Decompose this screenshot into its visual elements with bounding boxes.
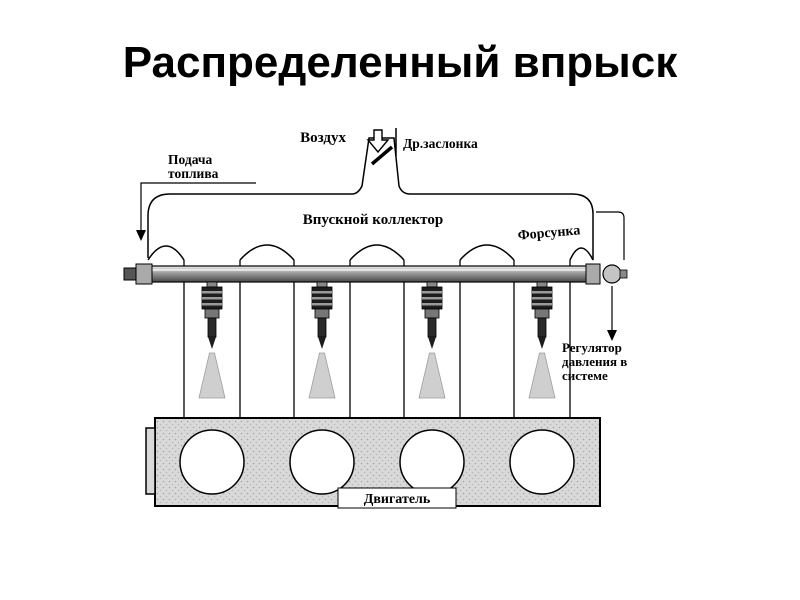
engine-label: Двигатель: [364, 492, 431, 507]
svg-text:Подача: Подача: [168, 152, 213, 167]
manifold-bottom-scallops: [147, 244, 594, 261]
cylinder-3: [399, 429, 465, 495]
fuel-rail: [149, 265, 589, 283]
svg-text:Регулятор: Регулятор: [562, 340, 622, 355]
pressure-regulator: [585, 211, 628, 341]
pressure-regulator-label: Регулятор давления в системе: [562, 340, 627, 383]
injector-label: Форсунка: [517, 223, 581, 243]
air-label: Воздух: [300, 130, 346, 146]
injectors: [198, 281, 556, 399]
spray-cone: [528, 352, 556, 399]
spray-cone: [198, 352, 226, 399]
cylinder-1: [179, 429, 245, 495]
page-title: Распределенный впрыск: [122, 38, 678, 87]
spray-cone: [308, 352, 336, 399]
fuel-supply-label: Подача топлива: [168, 152, 219, 181]
svg-text:системе: системе: [562, 368, 608, 383]
injector-2: [308, 281, 336, 399]
fuel-supply-leader: [136, 182, 256, 241]
cylinder-4: [509, 429, 575, 495]
fuel-supply-arrowhead-icon: [136, 230, 146, 241]
injector-4: [528, 281, 556, 399]
air-arrow-icon: [366, 129, 390, 154]
multipoint-injection-diagram: Воздух Др.заслонка Подача топлива Впускн…: [123, 128, 628, 509]
engine-label-box: [337, 487, 457, 509]
diagram-container: Воздух Др.заслонка Подача топлива Впускн…: [0, 90, 800, 555]
throttle-plate: [370, 145, 394, 166]
vacuum-line: [596, 211, 625, 260]
cylinder-2: [289, 429, 355, 495]
intake-manifold-label: Впускной коллектор: [303, 212, 443, 228]
svg-text:топлива: топлива: [168, 166, 219, 181]
intake-runners: [183, 260, 571, 418]
injector-3: [418, 281, 446, 399]
engine-block-tab: [145, 427, 156, 495]
regulator-arrowhead-icon: [607, 330, 617, 341]
svg-text:давления в: давления в: [562, 354, 627, 369]
throttle-label: Др.заслонка: [403, 136, 478, 151]
injector-1: [198, 281, 226, 399]
spray-cone: [418, 352, 446, 399]
fuel-inlet-fitting: [123, 263, 153, 285]
